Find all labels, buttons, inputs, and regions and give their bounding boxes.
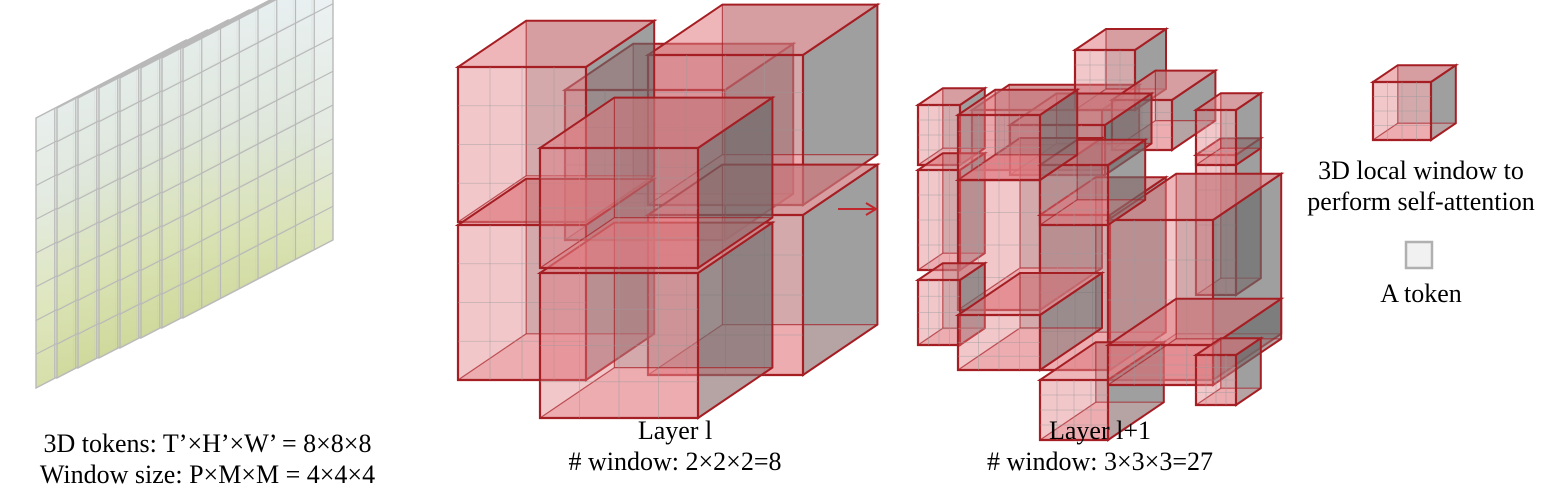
window-box [1192, 91, 1265, 167]
window-box [1036, 340, 1168, 442]
window-size-text: Window size: P×M×M = 4×4×4 [39, 460, 376, 489]
arrow-icon [838, 202, 878, 216]
window-box [536, 95, 776, 270]
window-box [914, 261, 989, 347]
tokens-shape-text: 3D tokens: T’×H’×W’ = 8×8×8 [43, 429, 372, 458]
window-box [1192, 336, 1265, 407]
window-box [1104, 296, 1285, 387]
layer-l-title: Layer l [637, 416, 713, 445]
window-cube-icon [1369, 63, 1460, 142]
layer-l1-windows [914, 27, 1285, 442]
layer-l1-window-count: # window: 3×3×3=27 [987, 447, 1213, 476]
token-icon [1404, 240, 1434, 270]
window-cube [1369, 63, 1460, 142]
window-box [954, 271, 1106, 372]
legend-window-line2: perform self-attention [1307, 187, 1535, 216]
window-box [1036, 137, 1149, 227]
layer-l-window-count: # window: 2×2×2=8 [568, 447, 782, 476]
layer-l1-caption: Layer l+1 # window: 3×3×3=27 [930, 415, 1270, 477]
window-box [536, 220, 776, 420]
layer-l-caption: Layer l # window: 2×2×2=8 [505, 415, 845, 477]
tokens-caption: 3D tokens: T’×H’×W’ = 8×8×8 Window size:… [0, 428, 415, 490]
window-box [954, 87, 1081, 182]
layer-l1-title: Layer l+1 [1048, 416, 1151, 445]
token-frame [182, 0, 334, 320]
token-frame-stack [35, 0, 334, 390]
legend-window-line1: 3D local window to [1318, 156, 1524, 185]
legend-window-label: 3D local window to perform self-attentio… [1285, 155, 1557, 217]
layer-l-windows [454, 2, 881, 420]
legend-token-text: A token [1380, 279, 1462, 308]
legend-token-label: A token [1285, 278, 1557, 309]
